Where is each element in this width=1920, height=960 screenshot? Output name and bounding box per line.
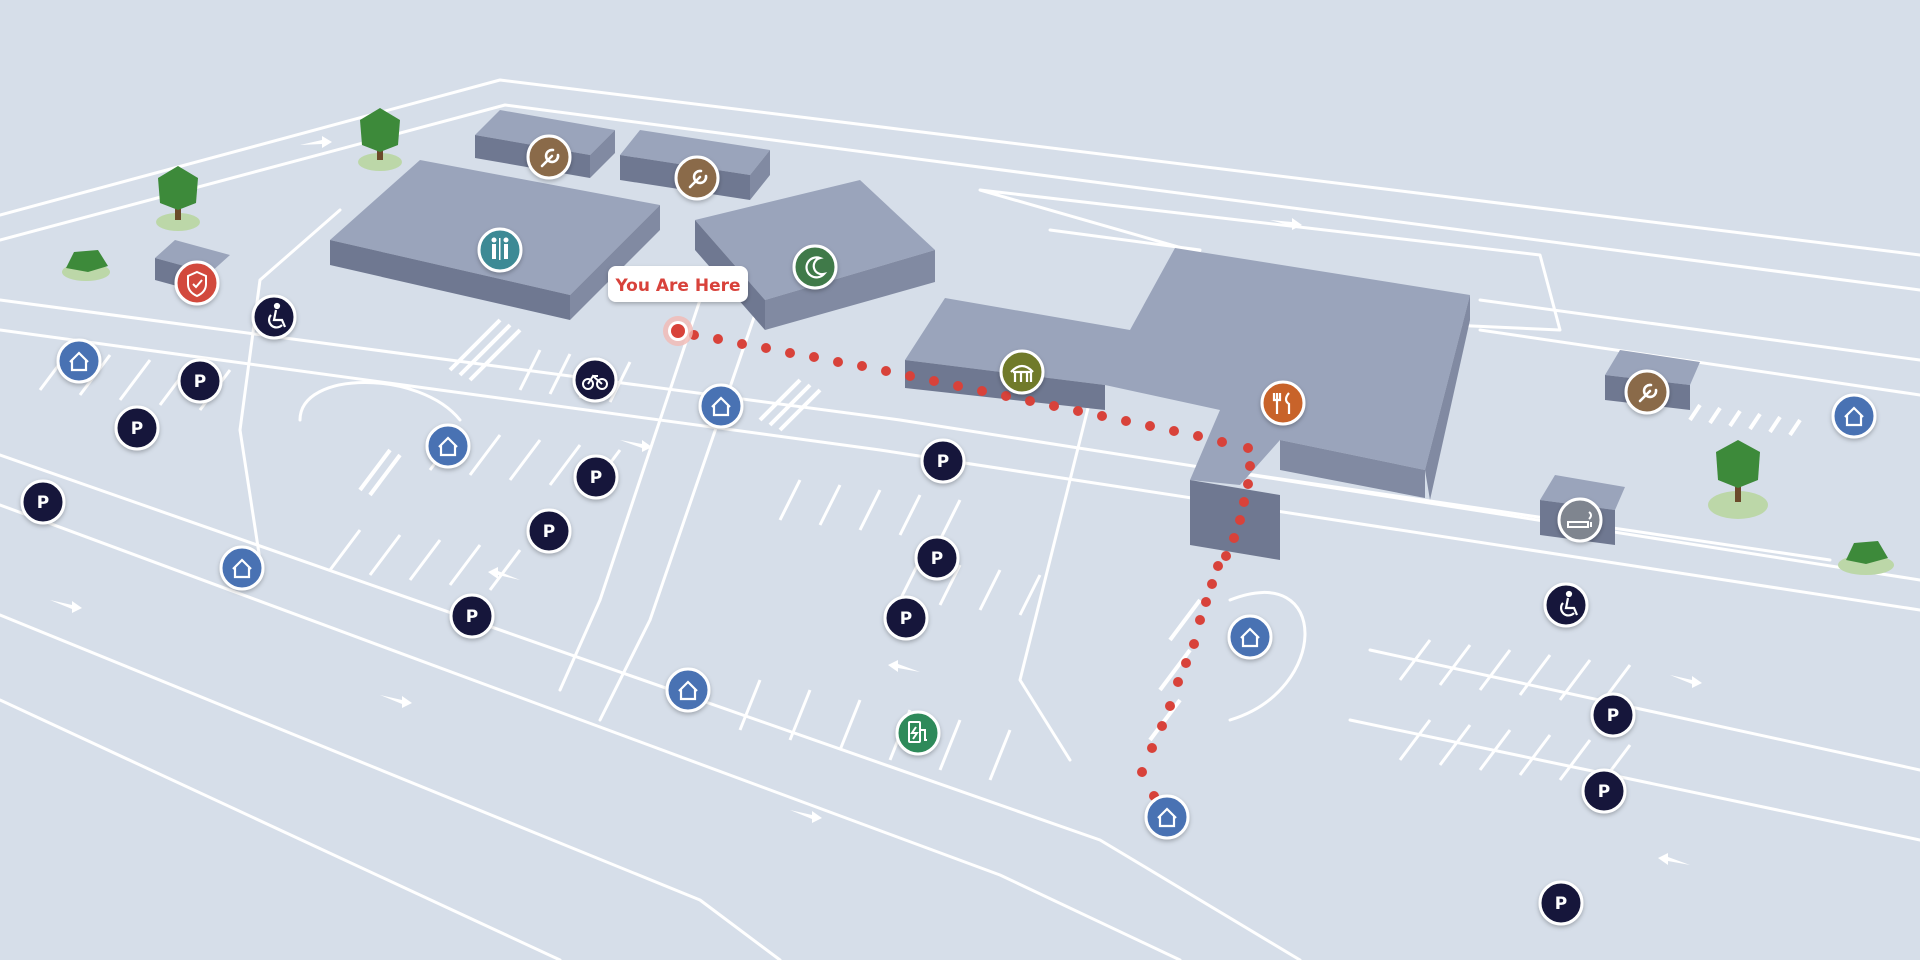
home-icon [1157, 807, 1177, 828]
tree-icon [1708, 440, 1768, 519]
parking-marker[interactable]: P [1581, 768, 1627, 814]
home-icon [1844, 406, 1864, 427]
home-icon [1240, 627, 1260, 648]
wrench-icon [540, 148, 560, 168]
parking-marker[interactable]: P [914, 535, 960, 581]
tree-icon [1838, 541, 1894, 575]
road-network [0, 78, 1920, 960]
food-marker[interactable] [1260, 380, 1306, 426]
parking-icon: P [131, 419, 143, 439]
shelter-icon [1010, 364, 1034, 382]
shelter-marker[interactable] [56, 338, 102, 384]
parking-icon: P [1555, 894, 1567, 914]
service-marker[interactable] [526, 134, 572, 180]
wrench-icon [688, 169, 708, 189]
shelter-marker[interactable] [425, 423, 471, 469]
parking-icon: P [194, 372, 206, 392]
food-icon [1272, 392, 1291, 414]
transit-shelter-marker[interactable] [999, 349, 1045, 395]
parking-markers: P P P P P P P P [20, 358, 1636, 926]
accessible-marker-west[interactable] [251, 294, 297, 340]
shelter-marker[interactable] [1831, 393, 1877, 439]
crosswalks [358, 318, 1802, 742]
tree-icon [62, 250, 110, 281]
parking-marker[interactable]: P [526, 508, 572, 554]
parking-marker[interactable]: P [883, 595, 929, 641]
parking-icon: P [466, 607, 478, 627]
ev-charging-icon [908, 721, 927, 743]
accessible-marker-east[interactable] [1543, 582, 1589, 628]
parking-marker[interactable]: P [920, 438, 966, 484]
building-terminal [905, 248, 1470, 560]
bicycle-icon [582, 374, 608, 390]
service-markers [526, 134, 1670, 415]
you-are-here-icon[interactable] [663, 316, 693, 346]
shelter-marker[interactable] [1227, 614, 1273, 660]
road-arrows [50, 136, 1702, 865]
restroom-marker[interactable] [477, 227, 523, 273]
parking-marker[interactable]: P [177, 358, 223, 404]
parking-marker[interactable]: P [1538, 880, 1584, 926]
smoking-marker[interactable] [1557, 497, 1603, 543]
service-marker[interactable] [1624, 369, 1670, 415]
moon-icon [805, 256, 828, 279]
parking-icon: P [900, 609, 912, 629]
home-icon [438, 436, 458, 457]
home-icon [69, 351, 89, 372]
shelter-marker[interactable] [665, 667, 711, 713]
parking-marker[interactable]: P [449, 593, 495, 639]
wheelchair-icon [268, 302, 287, 329]
smoking-icon [1567, 511, 1592, 528]
home-icon [232, 558, 252, 579]
trees [62, 108, 1894, 575]
bicycle-marker[interactable] [572, 357, 618, 403]
shelter-markers [56, 338, 1877, 840]
shelter-marker[interactable] [219, 545, 265, 591]
shelter-marker[interactable] [698, 383, 744, 429]
you-are-here-label: You Are Here [614, 276, 740, 296]
parking-icon: P [1607, 706, 1619, 726]
parking-marker[interactable]: P [114, 405, 160, 451]
parking-icon: P [937, 452, 949, 472]
wrench-icon [1638, 383, 1658, 403]
parking-marker[interactable]: P [573, 454, 619, 500]
building-main-west [330, 160, 660, 320]
parking-icon: P [37, 493, 49, 513]
home-icon [678, 680, 698, 701]
parking-icon: P [931, 549, 943, 569]
you-are-here-callout: You Are Here [608, 266, 748, 302]
ev-charging-marker[interactable] [895, 710, 941, 756]
shelter-marker[interactable] [1144, 794, 1190, 840]
service-marker[interactable] [674, 155, 720, 201]
parking-icon: P [590, 468, 602, 488]
restroom-icon [491, 237, 509, 260]
tree-icon [358, 108, 402, 171]
parking-marker[interactable]: P [20, 479, 66, 525]
route-path [689, 330, 1255, 801]
wheelchair-icon [1560, 590, 1579, 617]
home-icon [711, 396, 731, 417]
night-marker[interactable] [792, 244, 838, 290]
security-marker[interactable] [174, 260, 220, 306]
parking-marker[interactable]: P [1590, 692, 1636, 738]
parking-icon: P [1598, 782, 1610, 802]
parking-icon: P [543, 522, 555, 542]
shield-icon [187, 270, 207, 298]
tree-icon [156, 166, 200, 231]
